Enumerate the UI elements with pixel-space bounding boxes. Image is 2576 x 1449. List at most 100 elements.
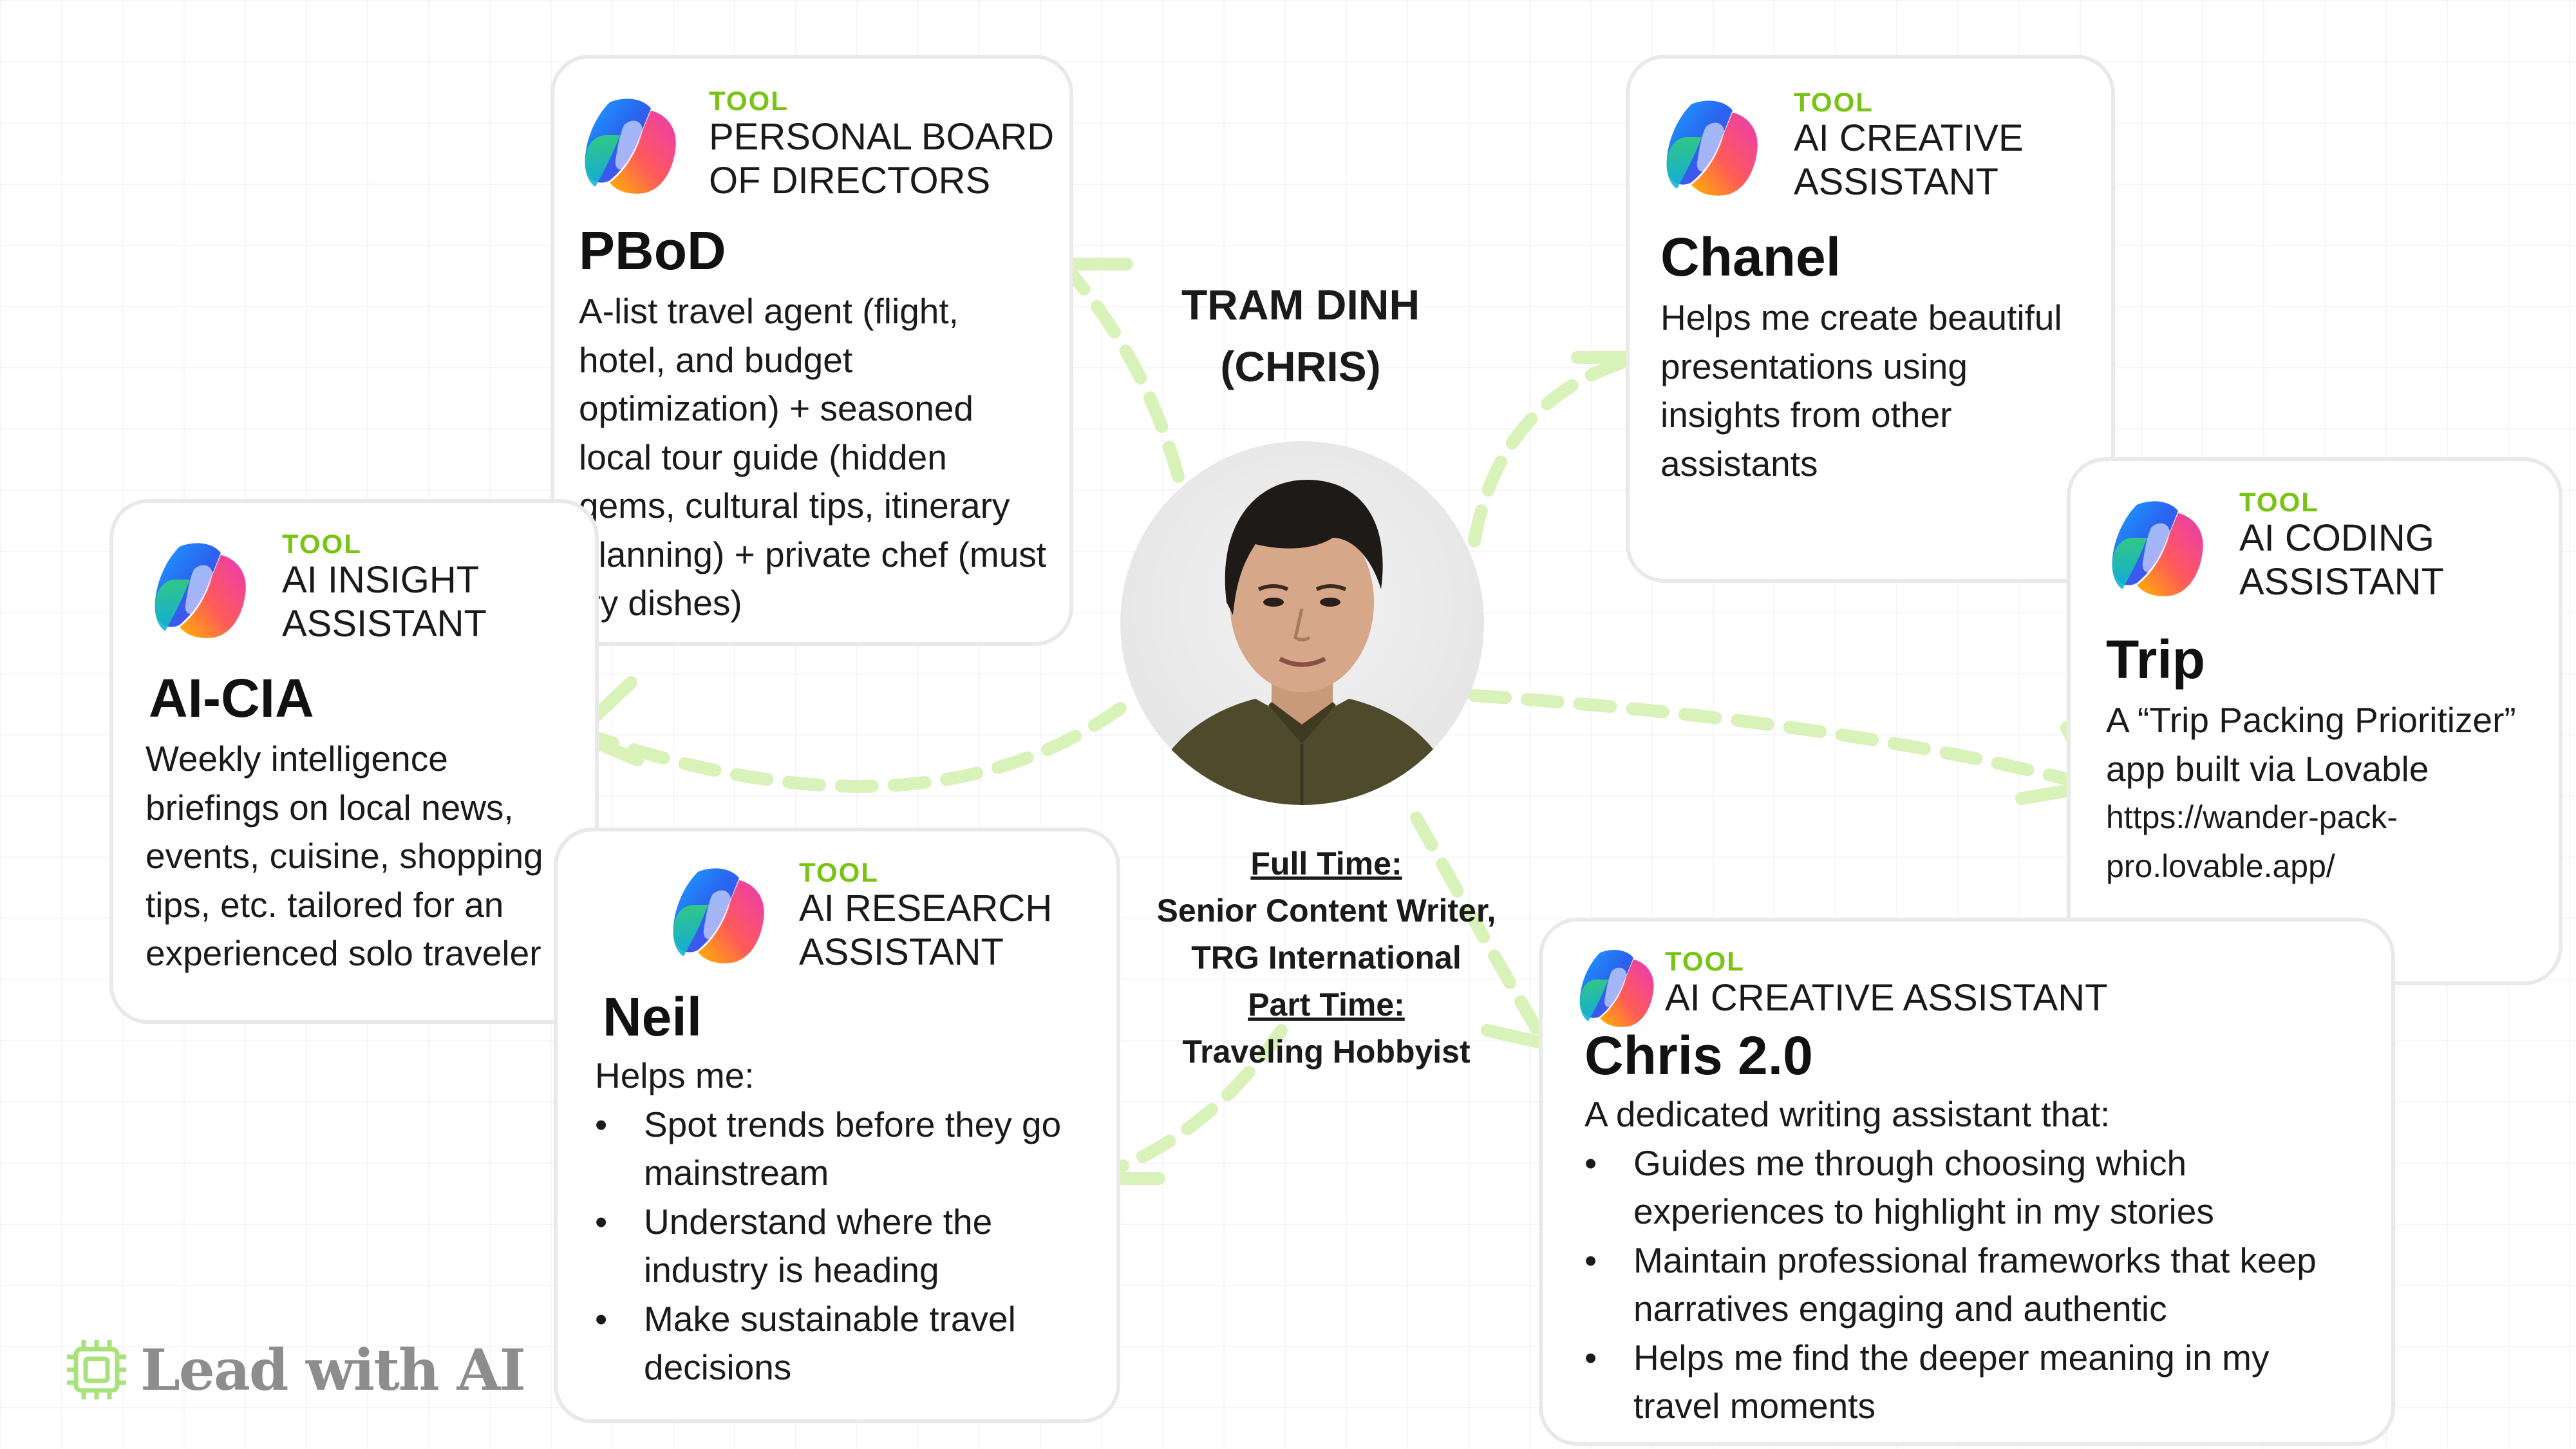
card-role-line2: ASSISTANT [799, 931, 1004, 973]
copilot-logo-icon [1660, 96, 1763, 199]
arrow-to-pbod [1062, 264, 1185, 483]
bullet-line: industry is heading [644, 1250, 939, 1290]
brand-logo: Lead with AI [64, 1336, 526, 1403]
card-role-line1: AI CREATIVE [1794, 117, 2024, 159]
arrow-to-neil [1101, 1024, 1288, 1179]
app-link-line2: pro.lovable.app/ [2106, 848, 2335, 884]
bullet-line: decisions [644, 1347, 792, 1387]
card-description: A dedicated writing assistant that: Guid… [1584, 1090, 2389, 1431]
copilot-logo-icon [667, 864, 770, 967]
card-tag: TOOL [709, 86, 789, 116]
app-link[interactable]: https://wander-pack- pro.lovable.app/ [2106, 793, 2560, 891]
bullet-list: Guides me through choosing which experie… [1584, 1139, 2389, 1431]
card-chris2: TOOL AI CREATIVE ASSISTANT Chris 2.0 A d… [1539, 918, 2395, 1446]
card-chanel: TOOL AI CREATIVE ASSISTANT Chanel Helps … [1626, 55, 2115, 583]
app-link-line1: https://wander-pack- [2106, 799, 2398, 835]
card-role-line2: ASSISTANT [1794, 161, 1998, 203]
profile-avatar [1120, 441, 1484, 805]
desc-line: hotel, and budget [579, 339, 853, 380]
desc-line: A-list travel agent (flight, [579, 291, 959, 331]
card-tag: TOOL [282, 529, 362, 559]
card-role-line2: OF DIRECTORS [709, 160, 991, 202]
profile-name-line2: (CHRIS) [1220, 343, 1381, 390]
card-name: Trip [2106, 629, 2206, 690]
desc-line: presentations using [1660, 346, 1968, 386]
part-time-value: Traveling Hobbyist [1182, 1034, 1471, 1070]
desc-line: app built via Lovable [2106, 748, 2429, 789]
card-role-line1: AI CODING [2239, 517, 2434, 559]
desc-line: events, cuisine, shopping [146, 836, 543, 876]
bullet-line: experiences to highlight in my stories [1633, 1191, 2214, 1231]
bullet-line: Understand where the [644, 1201, 993, 1242]
arrow-to-trip [1468, 689, 2099, 792]
card-role-line1: AI CREATIVE ASSISTANT [1665, 977, 2108, 1019]
profile-name: TRAM DINH (CHRIS) [1088, 274, 1513, 397]
bullet-line: travel moments [1633, 1386, 1876, 1426]
bullet-line: Spot trends before they go [644, 1104, 1062, 1144]
desc-line: Helps me create beautiful [1660, 298, 2062, 337]
copilot-logo-icon [149, 538, 252, 641]
card-tag: TOOL [2239, 487, 2319, 517]
card-tag: TOOL [799, 857, 879, 887]
desc-line: assistants [1660, 443, 1818, 484]
card-name: AI-CIA [149, 668, 314, 728]
desc-line: local tour guide (hidden [579, 437, 947, 477]
card-name: Chris 2.0 [1584, 1025, 1813, 1086]
card-aicia: TOOL AI INSIGHT ASSISTANT AI-CIA Weekly … [109, 499, 599, 1024]
card-role-line1: PERSONAL BOARD [709, 116, 1055, 158]
card-role: AI CODING ASSISTANT [2239, 516, 2444, 604]
bullet-line: mainstream [644, 1153, 829, 1193]
list-item: Make sustainable travel decisions [595, 1295, 1116, 1392]
desc-line: tips, etc. tailored for an [146, 884, 504, 925]
desc-intro: Helps me: [595, 1056, 755, 1095]
profile-name-line1: TRAM DINH [1181, 281, 1420, 328]
desc-intro: A dedicated writing assistant that: [1584, 1094, 2111, 1134]
card-description: A-list travel agent (flight, hotel, and … [579, 287, 1068, 628]
card-neil: TOOL AI RESEARCH ASSISTANT Neil Helps me… [554, 828, 1120, 1423]
desc-line: experienced solo traveler [146, 933, 541, 973]
desc-line: try dishes) [579, 583, 742, 623]
copilot-logo-icon [2106, 497, 2209, 600]
desc-line: gems, cultural tips, itinerary [579, 486, 1010, 526]
person-photo-icon [1120, 441, 1484, 805]
copilot-logo-icon [579, 94, 682, 197]
card-name: Chanel [1660, 227, 1841, 287]
desc-line: briefings on local news, [146, 787, 514, 828]
bullet-line: Helps me find the deeper meaning in my [1633, 1337, 2270, 1378]
list-item: Helps me find the deeper meaning in my t… [1584, 1334, 2389, 1431]
list-item: Guides me through choosing which experie… [1584, 1139, 2389, 1236]
full-time-value-line2: TRG International [1191, 940, 1462, 976]
card-description: A “Trip Packing Prioritizer” app built v… [2106, 696, 2560, 891]
card-role: PERSONAL BOARD OF DIRECTORS [709, 115, 1054, 203]
arrow-to-aicia [579, 702, 1127, 793]
card-role-line1: AI INSIGHT [282, 559, 480, 601]
card-description: Helps me create beautiful presentations … [1660, 294, 2111, 488]
list-item: Maintain professional frameworks that ke… [1584, 1236, 2389, 1334]
card-name: PBoD [579, 220, 726, 281]
arrow-to-chanel [1468, 354, 1635, 547]
card-role-line2: ASSISTANT [282, 603, 487, 645]
card-role: AI INSIGHT ASSISTANT [282, 558, 487, 646]
full-time-value-line1: Senior Content Writer, [1156, 893, 1496, 929]
profile-info: Full Time: Senior Content Writer, TRG In… [1120, 840, 1532, 1075]
card-role: AI CREATIVE ASSISTANT [1665, 976, 2108, 1020]
card-description: Weekly intelligence briefings on local n… [146, 735, 596, 978]
desc-line: insights from other [1660, 395, 1952, 435]
part-time-label: Part Time: [1248, 987, 1405, 1023]
card-tag: TOOL [1794, 87, 1874, 117]
bullet-line: narratives engaging and authentic [1633, 1289, 2167, 1329]
list-item: Understand where the industry is heading [595, 1198, 1116, 1295]
brand-text: Lead with AI [140, 1336, 526, 1403]
card-trip: TOOL AI CODING ASSISTANT Trip A “Trip Pa… [2067, 457, 2562, 985]
bullet-line: Make sustainable travel [644, 1298, 1016, 1339]
copilot-logo-icon [1575, 946, 1659, 1030]
card-name: Neil [603, 987, 702, 1047]
bullet-line: Maintain professional frameworks that ke… [1633, 1240, 2317, 1280]
card-role: AI RESEARCH ASSISTANT [799, 887, 1052, 974]
full-time-label: Full Time: [1250, 846, 1402, 882]
card-role: AI CREATIVE ASSISTANT [1794, 117, 2024, 204]
list-item: Spot trends before they go mainstream [595, 1101, 1116, 1198]
chip-icon [67, 1340, 126, 1399]
bullet-list: Spot trends before they go mainstream Un… [595, 1101, 1116, 1392]
card-description: Helps me: Spot trends before they go mai… [595, 1052, 1116, 1392]
